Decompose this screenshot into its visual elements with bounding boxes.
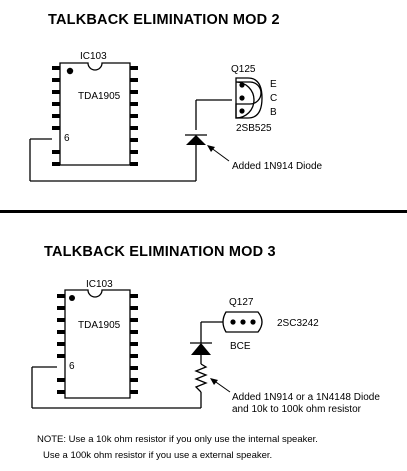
- mod3-wiring: [31, 321, 223, 409]
- mod2-ic-chip: [52, 62, 138, 166]
- mod3-transistor-ref-label: Q127: [229, 297, 254, 308]
- mod2-wiring: [29, 99, 232, 182]
- mod3-resistor-symbol: [194, 363, 208, 393]
- mod3-title: TALKBACK ELIMINATION MOD 3: [44, 244, 276, 260]
- mod2-transistor-q125: [235, 77, 263, 119]
- mod2-ic-pins-right: [130, 66, 138, 166]
- mod3-ic-pins-left: [57, 294, 65, 394]
- mod3-pin6-label: 6: [69, 361, 75, 372]
- note-line2: Use a 100k ohm resistor if you use a ext…: [43, 450, 272, 461]
- mod3-pin1-dot: [69, 295, 75, 301]
- mod3-ic-part-label: TDA1905: [78, 320, 121, 331]
- mod3-transistor-q127: [222, 311, 263, 333]
- mod2-annotation-arrow: [207, 145, 230, 162]
- mod3-pinout-label: BCE: [230, 341, 251, 352]
- mod3-annotation-line1: Added 1N914 or a 1N4148 Diode: [232, 392, 380, 403]
- mod3-annotation-arrow: [210, 378, 231, 393]
- mod2-ic-ref-label: IC103: [80, 51, 107, 62]
- mod2-transistor-part-label: 2SB525: [236, 123, 272, 134]
- mod3-transistor-part-label: 2SC3242: [277, 318, 319, 329]
- mod2-title: TALKBACK ELIMINATION MOD 2: [48, 12, 280, 28]
- mod3-ic-ref-label: IC103: [86, 279, 113, 290]
- mod3-annotation-line2: and 10k to 100k ohm resistor: [232, 404, 362, 415]
- mod3-ic-pins-right: [130, 294, 138, 394]
- mod2-pin1-dot: [66, 67, 74, 75]
- note-line1: NOTE: Use a 10k ohm resistor if you only…: [37, 434, 318, 445]
- mod3-diode-symbol: [190, 342, 212, 355]
- mod2-transistor-ref-label: Q125: [231, 64, 256, 75]
- mod2-diode-symbol: [185, 134, 207, 145]
- mod2-ic-pins-left: [52, 66, 60, 166]
- mod2-emitter-label: E: [270, 79, 277, 90]
- mod2-base-label: B: [270, 107, 277, 118]
- mod2-pin6-label: 6: [64, 133, 70, 144]
- mod3-ic-chip: [57, 289, 138, 399]
- mod2-annotation: Added 1N914 Diode: [232, 161, 323, 172]
- mod2-collector-label: C: [270, 93, 277, 104]
- section-separator: [0, 210, 407, 213]
- mod2-ic-part-label: TDA1905: [78, 91, 121, 102]
